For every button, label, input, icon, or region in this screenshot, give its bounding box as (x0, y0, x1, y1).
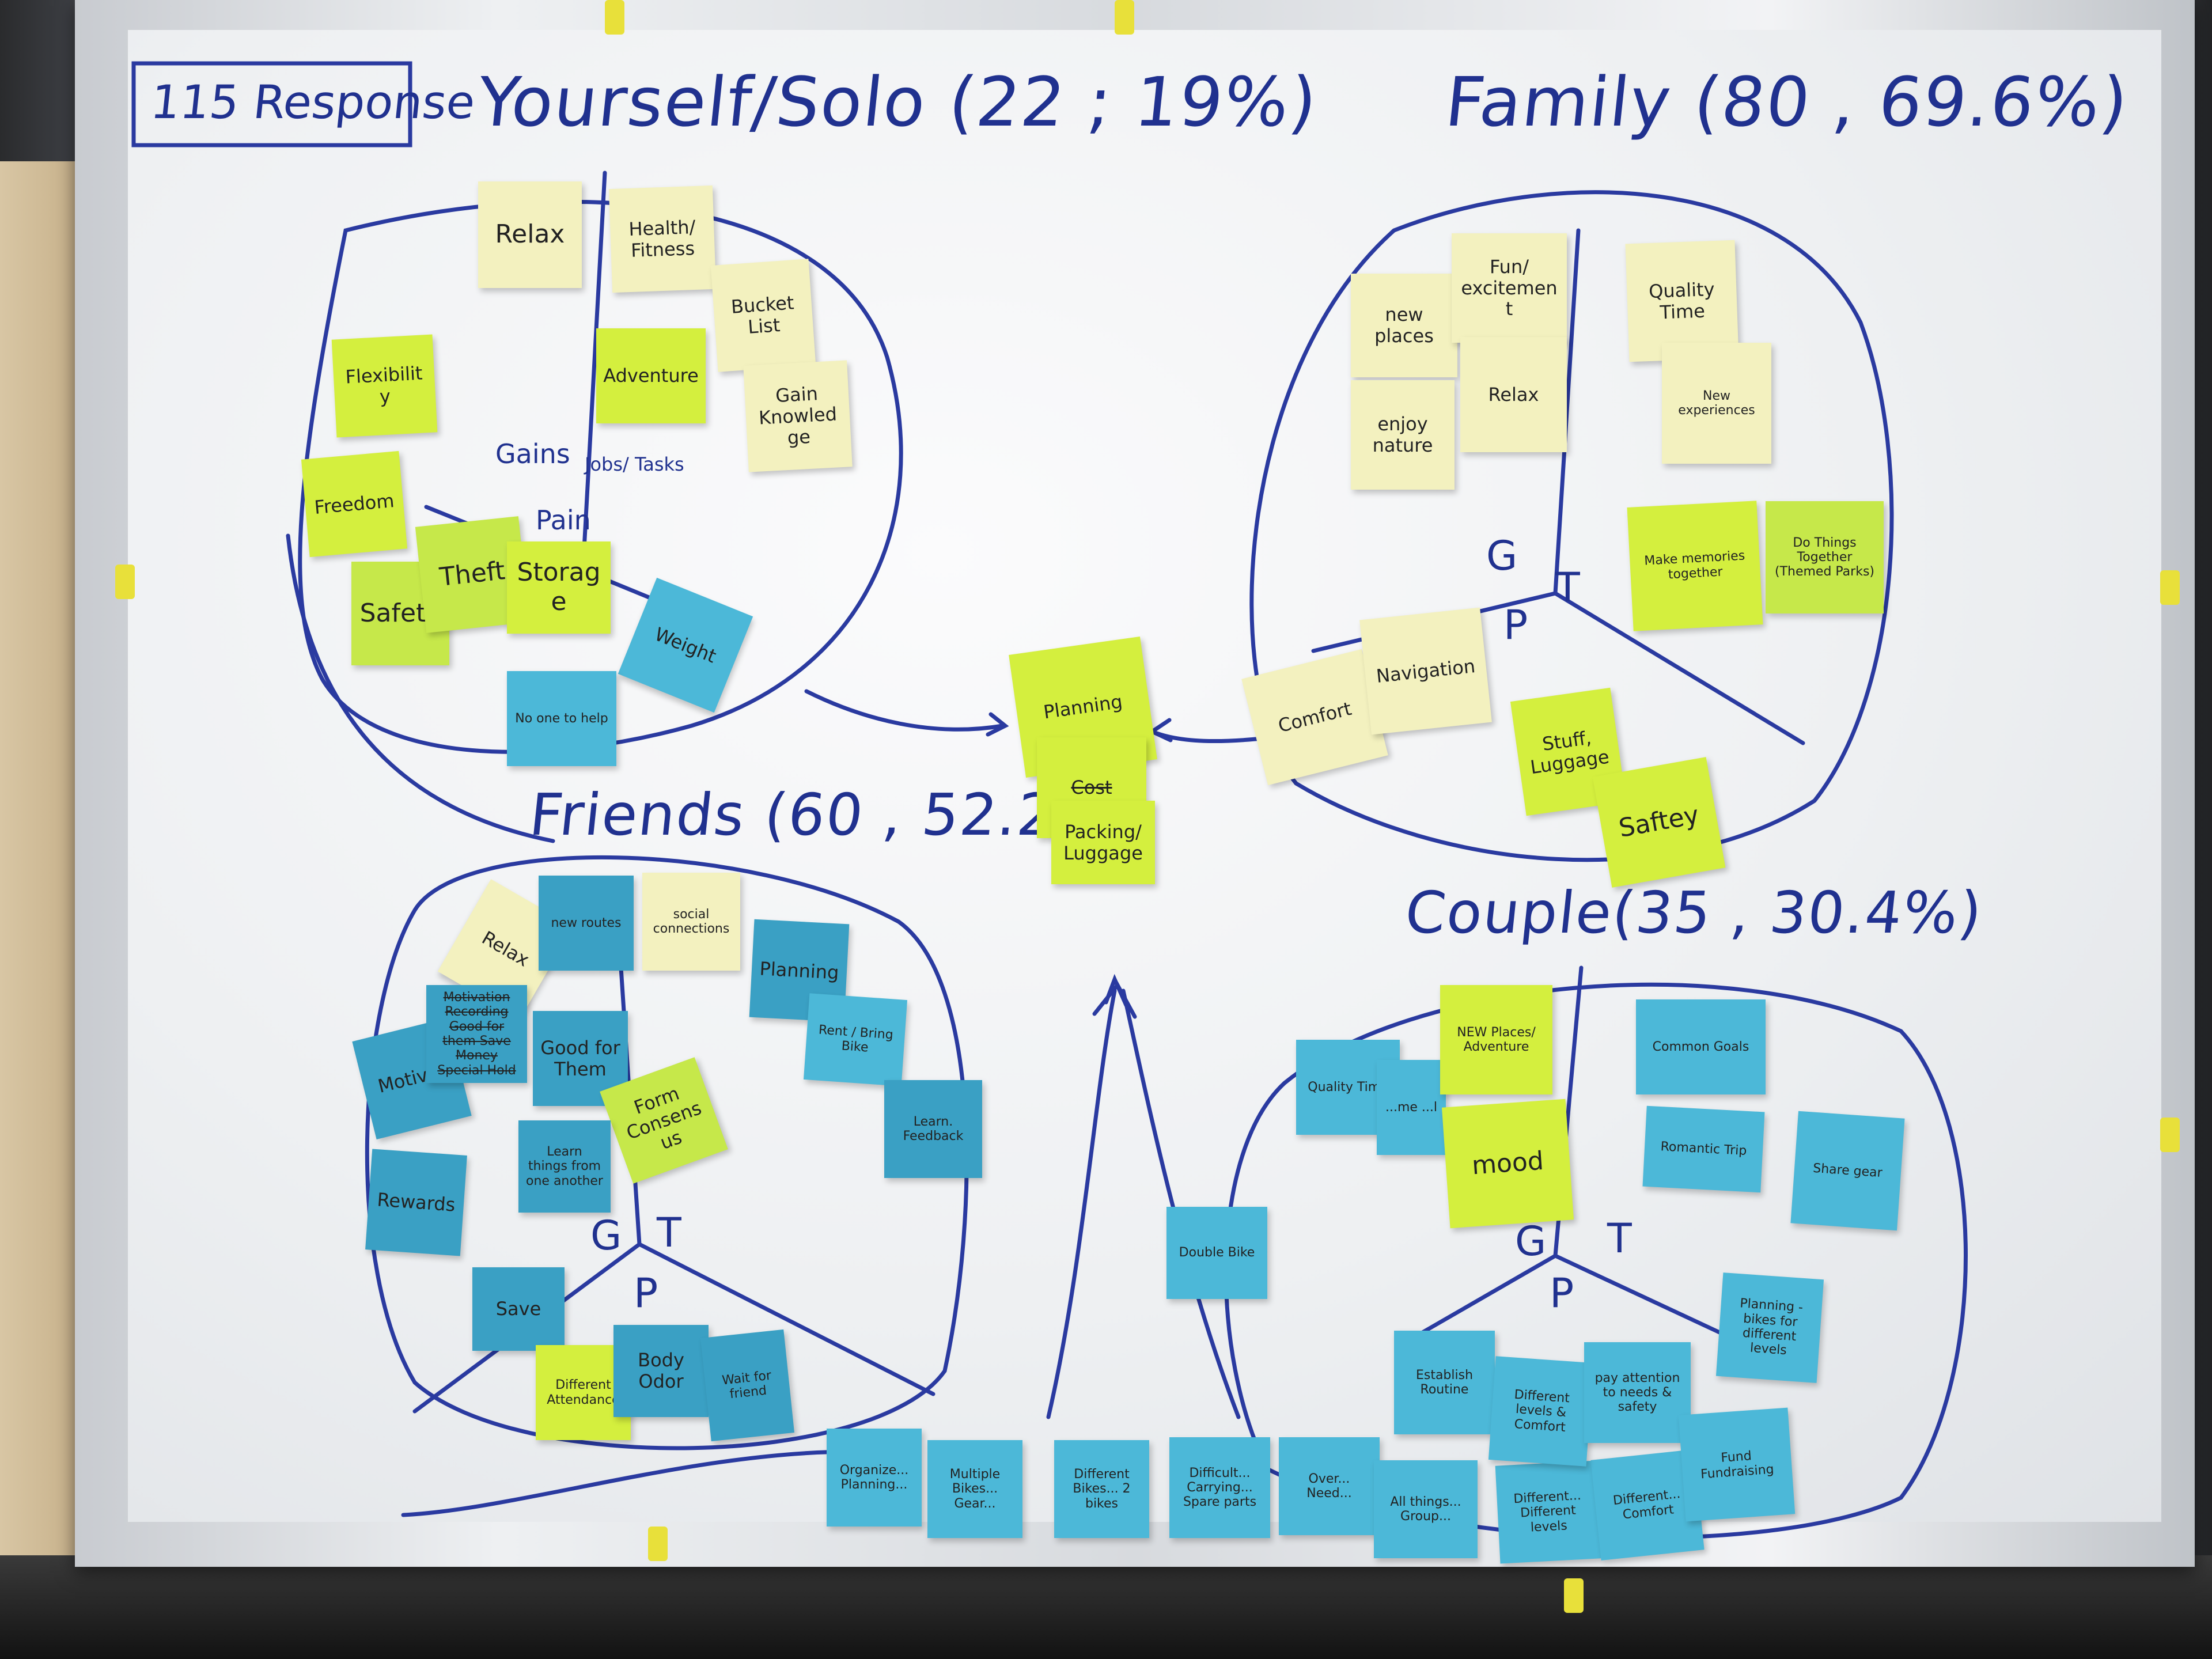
family-t-label: T (1555, 564, 1580, 611)
solo-circle (298, 199, 903, 754)
solo-title: Yourself/Solo (22 ; 19%) (474, 62, 1322, 142)
couple-circle (1224, 982, 1968, 1540)
sticky-note-mood: mood (1441, 1099, 1574, 1229)
solo-jobs-label: Jobs/ Tasks (585, 453, 684, 475)
binder-clip (605, 0, 624, 35)
sticky-note-wait-for-friend: Wait for friend (700, 1329, 795, 1442)
friends-p-label: P (634, 1270, 658, 1317)
binder-clip (1564, 1578, 1584, 1613)
sticky-note-relax-family: Relax (1460, 337, 1567, 452)
sticky-note-common-goals: Common Goals (1636, 999, 1766, 1094)
sticky-note-enjoy-nature: enjoy nature (1351, 380, 1455, 490)
sticky-note-double-bike: Double Bike (1166, 1207, 1267, 1299)
sticky-note-new-experiences: New experiences (1662, 343, 1771, 464)
sticky-note-bottom-2: Multiple Bikes... Gear... (927, 1440, 1022, 1538)
binder-clip (2160, 570, 2180, 605)
sticky-note-crossed-out: Motivation Recording Good for them Save … (426, 985, 527, 1083)
floor (0, 1555, 2212, 1659)
sticky-note-gain-knowledge: Gain Knowledge (743, 360, 853, 472)
sticky-note-bucket-list: Bucket List (710, 259, 816, 372)
binder-clip (1115, 0, 1134, 35)
sticky-note-no-one-to-help: No one to help (507, 671, 616, 766)
couple-p-label: P (1550, 1270, 1574, 1317)
sticky-note-social-connections: social connections (642, 873, 740, 971)
sticky-note-rent-bring-bike: Rent / Bring Bike (803, 993, 908, 1086)
sticky-note-save: Save (472, 1267, 565, 1351)
sticky-note-bottom-7: Different... Different levels (1495, 1460, 1601, 1564)
family-g-label: G (1486, 532, 1518, 579)
friends-t-label: T (657, 1209, 681, 1256)
sticky-note-navigation: Navigation (1359, 607, 1492, 735)
sticky-note-share-gear: Share gear (1790, 1111, 1905, 1231)
sticky-note-rewards: Rewards (365, 1149, 467, 1256)
sticky-note-new-places: new places (1351, 274, 1457, 377)
sticky-note-freedom: Freedom (301, 450, 408, 558)
sticky-note-pay-attention: pay attention to needs & safety (1584, 1342, 1691, 1443)
binder-clip (2160, 1118, 2180, 1152)
sticky-note-new-routes: new routes (539, 876, 634, 971)
sticky-note-do-things-together: Do Things Together (Themed Parks) (1766, 501, 1884, 613)
sticky-note-bottom-3: Different Bikes... 2 bikes (1054, 1440, 1149, 1538)
sticky-note-fun-excitement: Fun/ excitement (1452, 233, 1567, 343)
sticky-note-relax: Relax (478, 181, 582, 288)
sticky-note-storage: Storage (507, 541, 611, 634)
sticky-note-health-fitness: Health/ Fitness (608, 185, 717, 293)
sticky-note-friends-small: Learn. Feedback (884, 1080, 982, 1178)
family-p-label: P (1503, 601, 1528, 649)
sticky-note-different-levels: Different levels & Comfort (1488, 1356, 1594, 1467)
sticky-note-new-places-adventure: NEW Places/ Adventure (1440, 985, 1552, 1094)
sticky-note-fundraising: Fund Fundraising (1678, 1407, 1796, 1522)
couple-title: Couple(35 , 30.4%) (1402, 879, 1986, 946)
solo-pain-label: Pain (536, 505, 591, 536)
binder-clip (115, 565, 135, 599)
sticky-note-flexibility: Flexibility (331, 334, 438, 438)
response-box (131, 61, 412, 147)
sticky-note-planning-couple: Planning - bikes for different levels (1715, 1272, 1824, 1383)
response-count: 115 Response (148, 75, 478, 129)
sticky-note-body-odor: Body Odor (613, 1325, 709, 1417)
sticky-note-bottom-6: All things... Group... (1374, 1460, 1478, 1558)
sticky-note-packing-luggage: Packing/ Luggage (1051, 801, 1155, 884)
sticky-note-bottom-4: Difficult... Carrying... Spare parts (1169, 1437, 1270, 1538)
sticky-note-bottom-5: Over... Need... (1279, 1437, 1380, 1535)
couple-g-label: G (1515, 1218, 1547, 1265)
family-title: Family (80 , 69.6%) (1441, 62, 2133, 142)
sticky-note-bottom-1: Organize... Planning... (827, 1429, 922, 1527)
friends-g-label: G (590, 1212, 622, 1259)
sticky-note-couple-hidden: ...me ...l (1377, 1060, 1446, 1155)
solo-gains-label: Gains (495, 438, 570, 469)
sticky-note-establish-routine: Establish Routine (1394, 1331, 1495, 1434)
sticky-note-adventure: Adventure (596, 328, 706, 423)
couple-t-label: T (1607, 1215, 1632, 1262)
sticky-note-romantic-trip: Romantic Trip (1642, 1105, 1765, 1193)
binder-clip (648, 1527, 668, 1561)
sticky-note-learn-from-another: Learn things from one another (518, 1120, 611, 1213)
sticky-note-saftey: Saftey (1592, 757, 1726, 888)
sticky-note-make-memories: Make memories together (1627, 501, 1763, 631)
family-circle (1249, 190, 1894, 862)
